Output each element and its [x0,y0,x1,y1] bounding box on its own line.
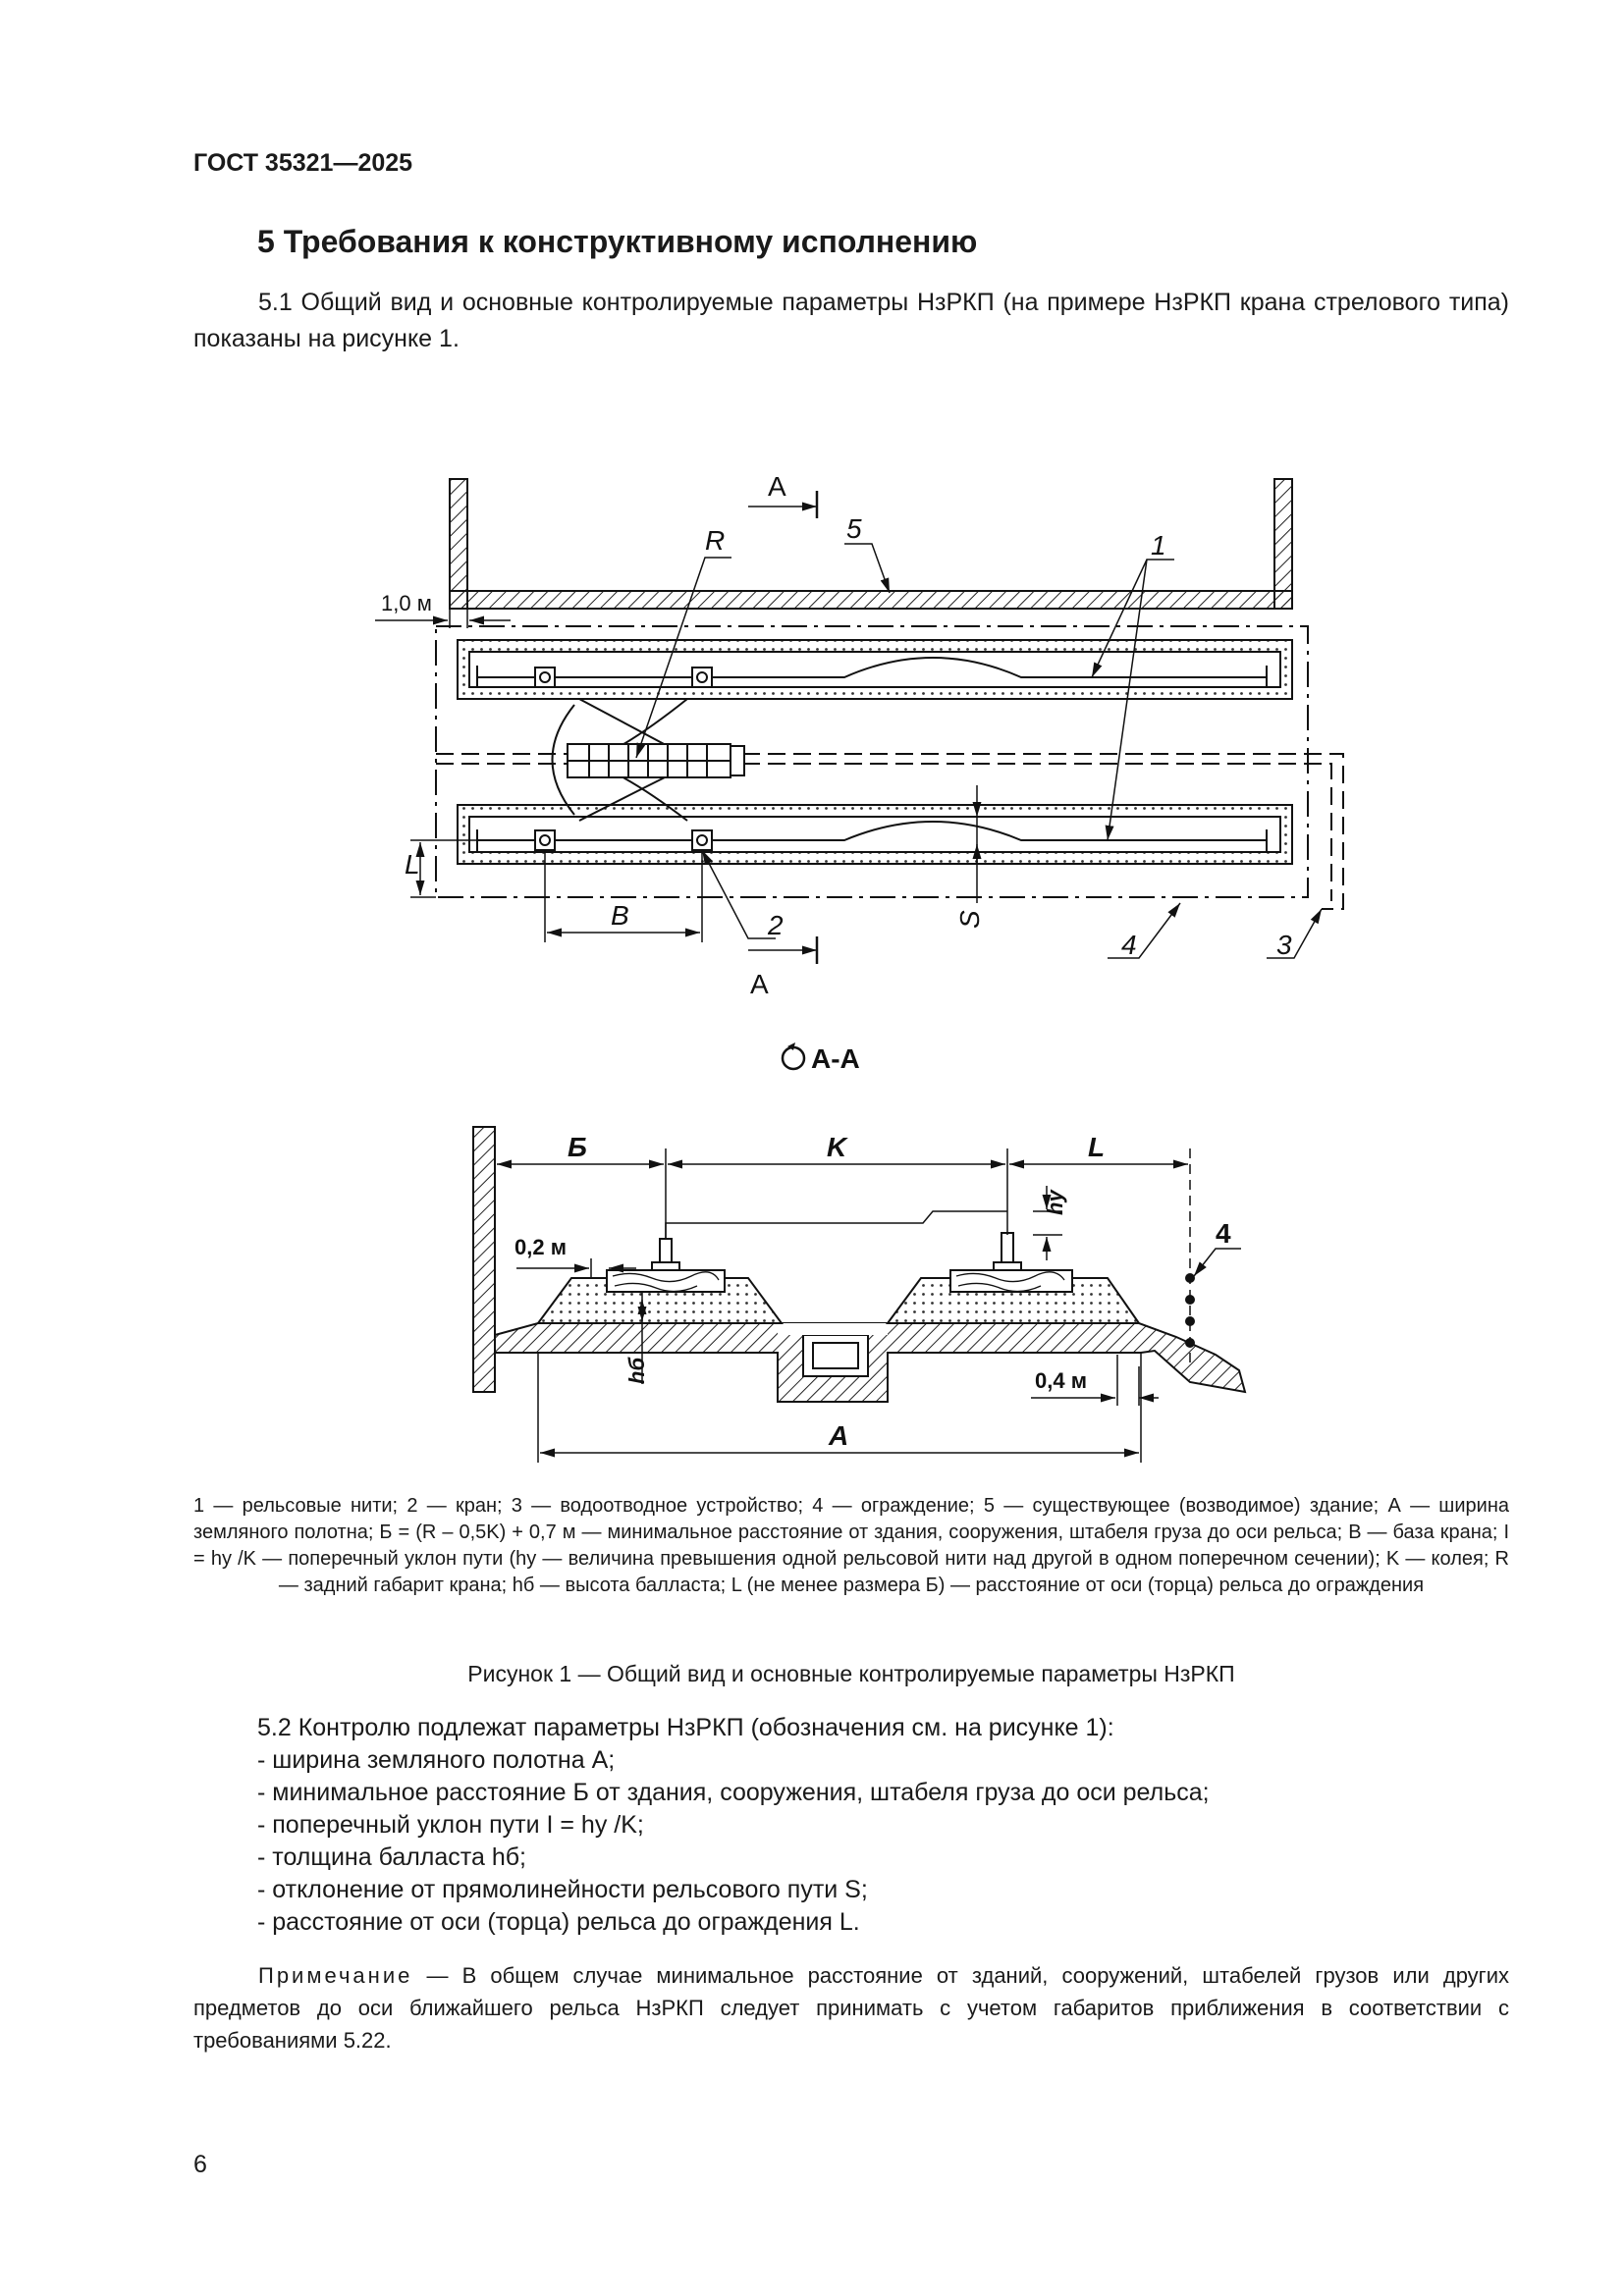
label-b: B [611,900,629,931]
section-title: 5 Требования к конструктивному исполнени… [257,224,978,259]
note-label: Примечание [258,1963,413,1988]
building-wall-bottom [449,590,1293,610]
building-wall-left [449,478,468,610]
label-4: 4 [1121,930,1137,960]
paragraph-5-1: 5.1 Общий вид и основные контролируемые … [193,285,1509,357]
label-l-plan: L [405,849,420,880]
rail-top [477,657,1267,678]
section-labels: Б K L hу 0,2 м 4 hб 0,4 м А [514,1132,1231,1451]
drainage-line [436,753,1344,910]
paragraph-5-2: 5.2 Контролю подлежат параметры НзРКП (о… [257,1712,1210,1939]
label-section-a-bottom: А [750,969,769,999]
building-wall-right [1273,478,1293,610]
plan-labels: А 5 R 1 1,0 м L B 2 S 4 3 А [381,471,1292,999]
paragraph-5-2-intro: 5.2 Контролю подлежат параметры НзРКП (о… [257,1714,1114,1741]
note: Примечание — В общем случае минимальное … [193,1959,1509,2056]
figure-caption: Рисунок 1 — Общий вид и основные контрол… [467,1661,1235,1686]
list-item: - толщина балласта hб; [257,1843,526,1871]
page-number: 6 [193,2151,207,2178]
fence-outline [435,625,1309,898]
label-s: S [954,910,985,929]
section-a-a-title: А-А [781,1042,860,1074]
label-0-4-m: 0,4 м [1035,1368,1087,1393]
label-k: K [827,1132,848,1162]
label-0-2-m: 0,2 м [514,1235,567,1259]
rotate-icon [781,1045,806,1071]
plan-view [375,478,1344,964]
crane-wheel [534,829,556,851]
crane-wheel [691,667,713,688]
label-section-a-top: А [768,471,786,502]
document-header: ГОСТ 35321—2025 [193,149,413,177]
label-b-cyr: Б [568,1132,587,1162]
crane-wheel [534,667,556,688]
list-item: - поперечный уклон пути I = hу /K; [257,1811,644,1839]
list-item: - ширина земляного полотна А; [257,1746,616,1774]
section-view [472,1126,1247,1463]
label-3: 3 [1276,930,1292,960]
label-5: 5 [846,513,862,544]
list-item: - минимальное расстояние Б от здания, со… [257,1779,1210,1806]
label-1: 1 [1151,530,1166,561]
label-2: 2 [767,910,784,940]
crane [534,667,745,851]
label-r: R [705,525,725,556]
label-1-0-m: 1,0 м [381,591,432,615]
figure-1-drawing: А 5 R 1 1,0 м L B 2 S 4 3 А А-А [375,471,1344,1463]
rail-bottom [477,821,1267,841]
label-l-section: L [1088,1132,1105,1162]
label-hb: hб [624,1357,649,1384]
list-item: - расстояние от оси (торца) рельса до ог… [257,1908,860,1936]
label-hy: hу [1043,1189,1067,1215]
section-a-a-label: А-А [811,1043,860,1074]
section-wall [472,1126,496,1393]
label-4-section: 4 [1216,1218,1231,1249]
paragraph-5-1-text: 5.1 Общий вид и основные контролируемые … [193,289,1509,352]
figure-legend: 1 — рельсовые нити; 2 — кран; 3 — водоот… [193,1495,1509,1596]
note-text: — В общем случае минимальное расстояние … [193,1963,1509,2053]
list-item: - отклонение от прямолинейности рельсово… [257,1876,868,1903]
crane-wheel [691,829,713,851]
label-a-width: А [828,1420,848,1451]
